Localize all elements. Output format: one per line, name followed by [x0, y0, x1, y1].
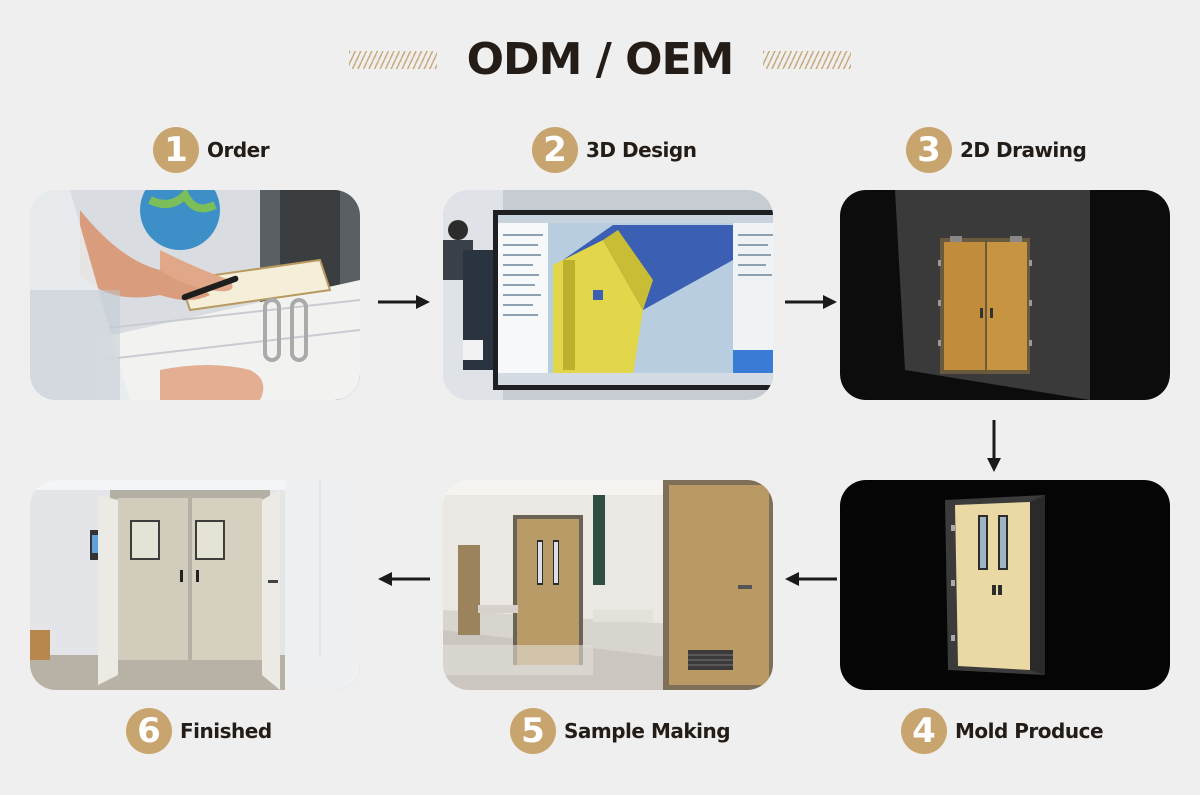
step-title: 3D Design: [586, 138, 697, 162]
sample-making-photo: [443, 480, 773, 690]
arrow-right-icon: [378, 295, 430, 309]
step-label-3: 3 2D Drawing: [906, 126, 1087, 174]
step-badge: 6: [126, 708, 172, 754]
arrow-left-icon: [785, 572, 837, 586]
page-title: ODM / OEM: [466, 34, 735, 85]
step-title: 2D Drawing: [960, 138, 1087, 162]
step-title: Order: [207, 138, 270, 162]
step-title: Finished: [180, 719, 272, 743]
hatch-decoration-left: [348, 51, 437, 69]
step-label-1: 1 Order: [153, 126, 270, 174]
step-label-6: 6 Finished: [126, 707, 272, 755]
order-photo: [30, 190, 360, 400]
step-badge: 1: [153, 127, 199, 173]
step-badge: 2: [532, 127, 578, 173]
hatch-decoration-right: [763, 51, 852, 69]
arrow-left-icon: [378, 572, 430, 586]
step-label-2: 2 3D Design: [532, 126, 697, 174]
step-badge: 3: [906, 127, 952, 173]
step-title: Sample Making: [564, 719, 731, 743]
mold-produce-photo: [840, 480, 1170, 690]
3d-design-photo: [443, 190, 773, 400]
step-badge: 4: [901, 708, 947, 754]
step-label-5: 5 Sample Making: [510, 707, 731, 755]
arrow-right-icon: [785, 295, 837, 309]
step-title: Mold Produce: [955, 719, 1104, 743]
step-badge: 5: [510, 708, 556, 754]
2d-drawing-photo: [840, 190, 1170, 400]
finished-photo: [30, 480, 360, 690]
header: ODM / OEM: [0, 30, 1200, 90]
step-label-4: 4 Mold Produce: [901, 707, 1104, 755]
arrow-down-icon: [987, 420, 1001, 472]
